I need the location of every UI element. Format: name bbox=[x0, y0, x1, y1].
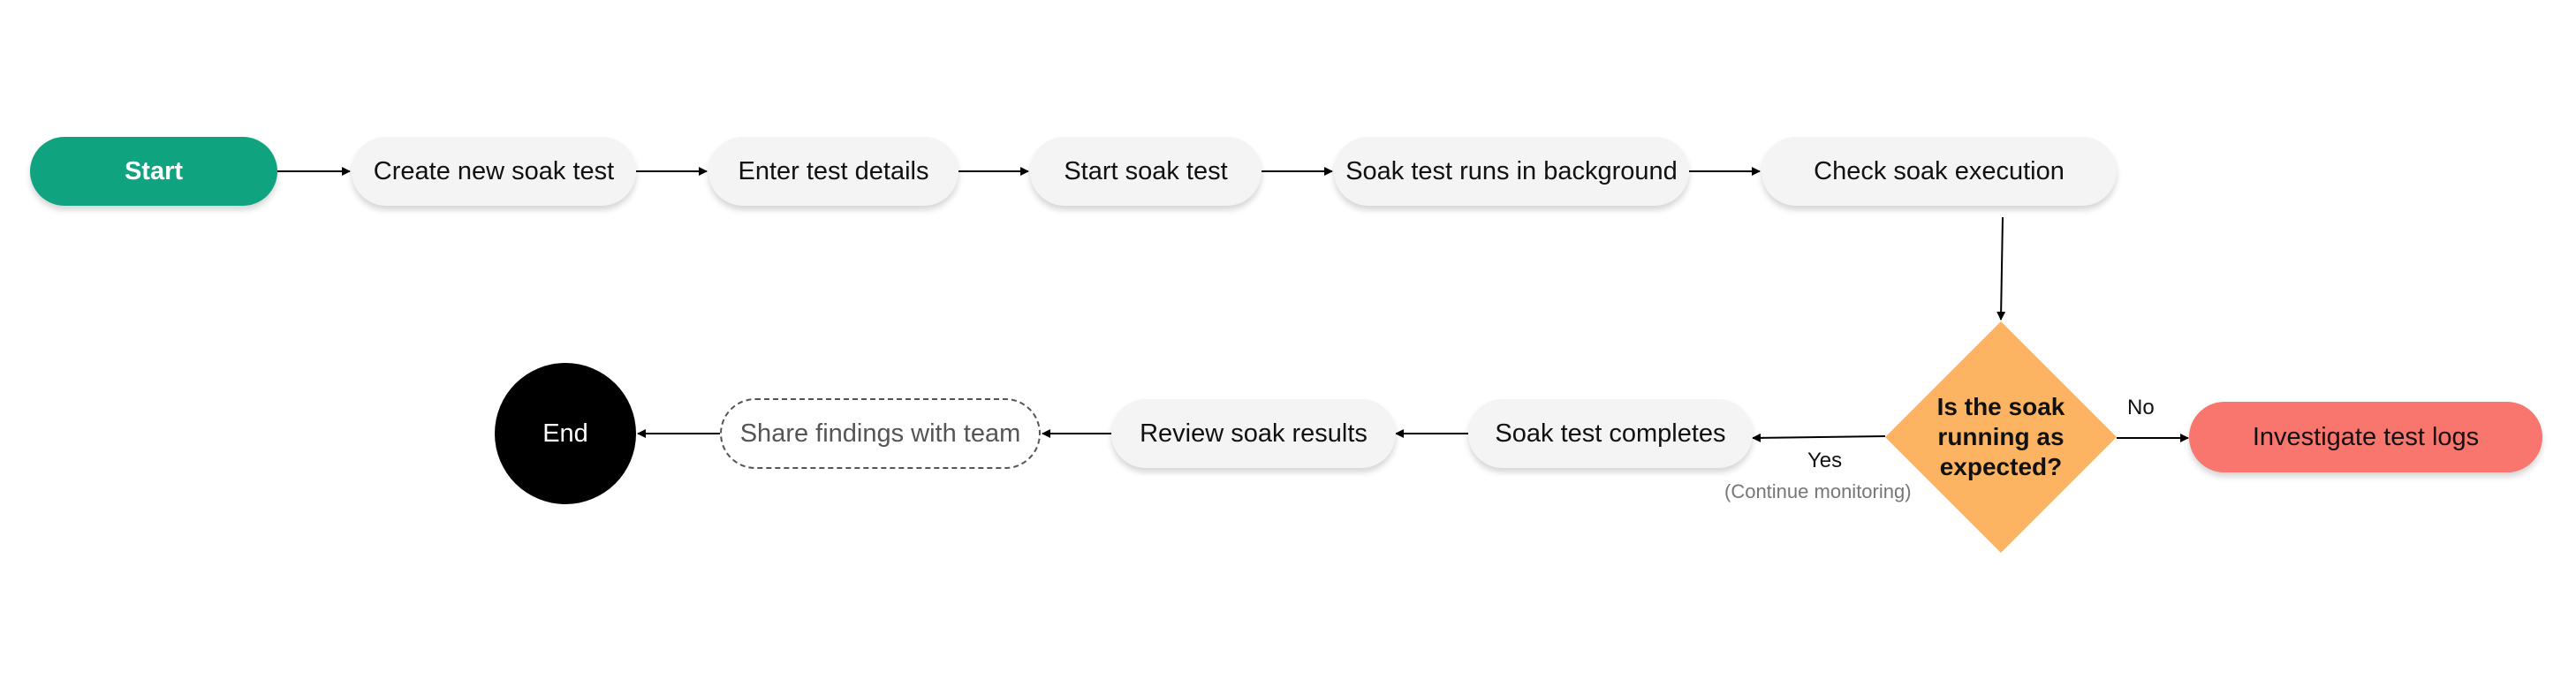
create-soak-test-node: Create new soak test bbox=[352, 137, 636, 206]
start-node: Start bbox=[30, 137, 277, 206]
decision-label: Is the soak running as expected? bbox=[1936, 393, 2065, 480]
check-soak-execution-node: Check soak execution bbox=[1762, 137, 2117, 206]
yes-edge-label: Yes bbox=[1807, 449, 1843, 472]
review-soak-results-node: Review soak results bbox=[1111, 399, 1396, 468]
share-findings-node: Share findings with team bbox=[720, 398, 1041, 469]
enter-test-details-node: Enter test details bbox=[708, 137, 958, 206]
investigate-logs-node: Investigate test logs bbox=[2189, 402, 2542, 472]
end-node: End bbox=[495, 363, 636, 504]
edge-decision-yes bbox=[1752, 433, 1886, 442]
soak-completes-node: Soak test completes bbox=[1468, 399, 1753, 468]
start-soak-test-node: Start soak test bbox=[1030, 137, 1261, 206]
edge-check-to-decision bbox=[1996, 216, 2006, 321]
yes-edge-note: (Continue monitoring) bbox=[1724, 480, 1912, 502]
no-edge-label: No bbox=[2127, 396, 2155, 419]
decision-diamond bbox=[1885, 321, 2117, 553]
soak-runs-background-node: Soak test runs in background bbox=[1334, 137, 1689, 206]
